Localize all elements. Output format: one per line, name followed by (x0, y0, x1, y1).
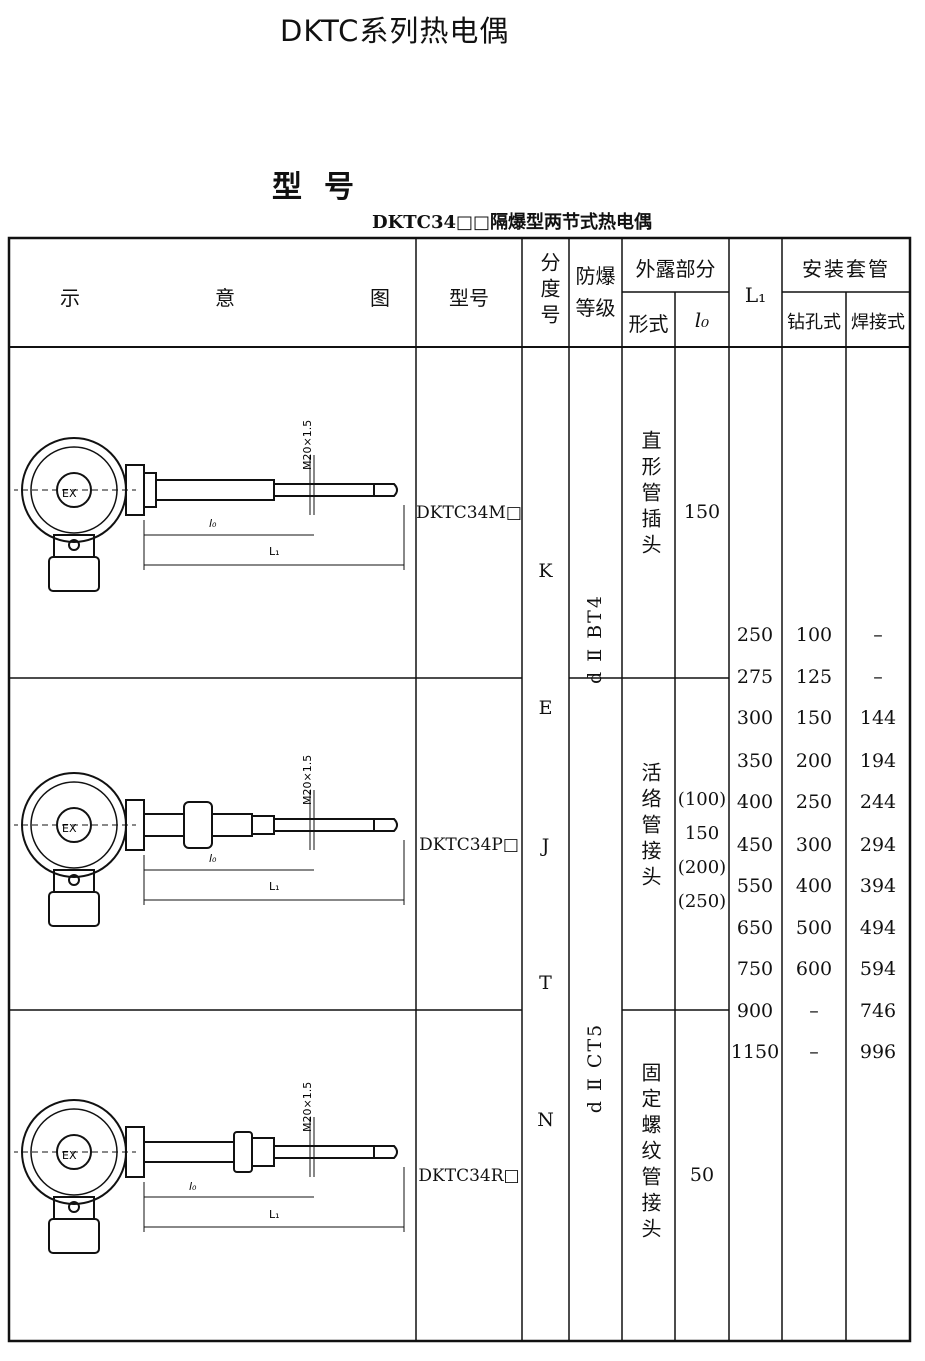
header-sleeve: 安装套管 (802, 257, 890, 281)
L1-value: 400 (736, 791, 774, 813)
diagram-2-ex: EX (62, 822, 77, 835)
weld-value: 144 (859, 707, 897, 729)
L1-value: 275 (736, 666, 774, 688)
weld-value: – (873, 624, 883, 646)
diagram-1-l0: l₀ (209, 517, 217, 530)
thermocouple-union-drawing: EX l₀ L₁ M20×1.5 (14, 755, 405, 927)
l0-2-c: (200) (677, 857, 727, 878)
weld-value: 394 (859, 875, 897, 897)
header-diagram-char-2: 意 (215, 286, 235, 310)
L1-value: 750 (736, 958, 774, 980)
drill-value: 250 (795, 791, 833, 813)
diagram-1-thread: M20×1.5 (301, 420, 314, 470)
drill-value: – (809, 1041, 819, 1063)
division-N: N (537, 1109, 554, 1131)
l0-1: 150 (683, 501, 721, 523)
l0-2-a: (100) (677, 789, 727, 810)
header-model: 型号 (449, 286, 489, 310)
explosion-grade-2: d Ⅱ CT5 (584, 1022, 606, 1114)
drill-value: 400 (795, 875, 833, 897)
weld-value: 746 (859, 1000, 897, 1022)
thermocouple-fixed-drawing: EX l₀ L₁ M20×1.5 (14, 1082, 405, 1254)
diagram-1-L1: L₁ (269, 545, 280, 558)
header-diagram-char-1: 示 (60, 286, 80, 310)
l0-2: (100) 150 (200) (250) (675, 783, 729, 919)
form-1: 直形管插头 (638, 430, 662, 560)
drill-value: 600 (795, 958, 833, 980)
L1-value: 1150 (730, 1041, 780, 1063)
header-l0: l₀ (694, 308, 710, 332)
diagram-1-ex: EX (62, 487, 77, 500)
diagram-2-thread: M20×1.5 (301, 755, 314, 805)
header-weld: 焊接式 (851, 312, 905, 333)
drill-value: – (809, 1000, 819, 1022)
drill-value: 200 (795, 750, 833, 772)
diagram-2-L1: L₁ (269, 880, 280, 893)
thermocouple-straight-drawing: EX l₀ L₁ M20×1.5 (14, 420, 405, 592)
diagram-2-l0: l₀ (209, 852, 217, 865)
weld-value: 194 (859, 750, 897, 772)
L1-value: 350 (736, 750, 774, 772)
diagram-3-L1: L₁ (269, 1208, 280, 1221)
explosion-grade-1: d Ⅱ BT4 (584, 594, 606, 684)
form-2: 活络管接头 (638, 762, 662, 892)
division-K: K (538, 560, 553, 582)
model-3: DKTC34R□ (418, 1166, 520, 1186)
diagram-3-l0: l₀ (189, 1180, 197, 1193)
drill-value: 100 (795, 624, 833, 646)
header-division: 分度号 (537, 252, 561, 330)
drill-value: 300 (795, 834, 833, 856)
section-title: 型号 (272, 170, 376, 205)
L1-value: 550 (736, 875, 774, 897)
header-explosion-text: 防爆等级 (575, 264, 616, 320)
drill-value: 150 (795, 707, 833, 729)
l0-3: 50 (689, 1164, 715, 1186)
division-J: J (541, 835, 550, 857)
header-form: 形式 (628, 312, 669, 336)
drill-value: 500 (795, 917, 833, 939)
diagram-3-thread: M20×1.5 (301, 1082, 314, 1132)
weld-value: 594 (859, 958, 897, 980)
header-L1: L₁ (744, 283, 767, 307)
model-1: DKTC34M□ (416, 503, 522, 523)
document-title: DKTC系列热电偶 (280, 14, 510, 48)
weld-value: 294 (859, 834, 897, 856)
weld-value: 996 (859, 1041, 897, 1063)
division-E: E (538, 697, 553, 719)
header-diagram-char-3: 图 (370, 286, 390, 310)
diagram-3-ex: EX (62, 1149, 77, 1162)
L1-value: 300 (736, 707, 774, 729)
L1-value: 900 (736, 1000, 774, 1022)
model-2: DKTC34P□ (419, 835, 519, 855)
header-explosion: 防爆等级 (569, 260, 622, 324)
l0-2-d: (250) (677, 891, 727, 912)
L1-value: 650 (736, 917, 774, 939)
weld-value: 494 (859, 917, 897, 939)
L1-value: 250 (736, 624, 774, 646)
weld-value: – (873, 666, 883, 688)
header-drill: 钻孔式 (787, 312, 841, 333)
header-exposed: 外露部分 (635, 257, 716, 281)
form-3: 固定螺纹管接头 (638, 1062, 662, 1244)
L1-value: 450 (736, 834, 774, 856)
division-T: T (539, 972, 552, 994)
header-diagram: 示 意 图 (60, 282, 390, 311)
table-caption: DKTC34□□隔爆型两节式热电偶 (372, 212, 653, 233)
weld-value: 244 (859, 791, 897, 813)
drill-value: 125 (795, 666, 833, 688)
l0-2-b: 150 (684, 823, 720, 844)
